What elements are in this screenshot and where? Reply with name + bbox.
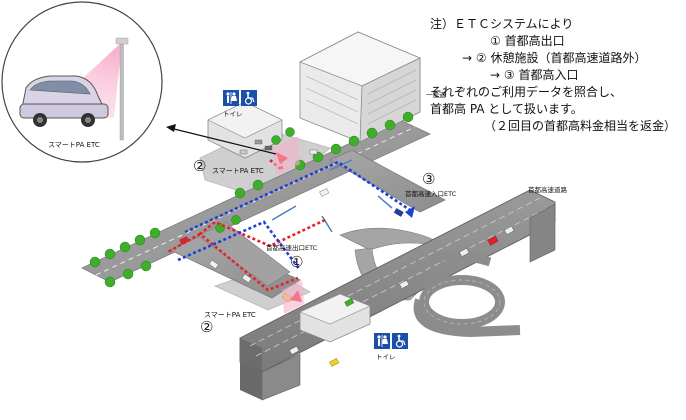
smart-pa-label-top: スマートPA ETC <box>212 167 264 175</box>
wheelchair-icon <box>241 90 257 106</box>
marker-3: ③ <box>422 170 436 188</box>
vehicles <box>179 139 515 367</box>
toilet-icon <box>223 90 239 106</box>
note-line-5: それぞれのご利用データを照合し、 <box>430 85 623 99</box>
marker-2-bottom: ② <box>200 318 214 336</box>
note-line-2: ① 首都高出口 <box>490 34 565 48</box>
exit-etc-label: 首都高速出口ETC <box>266 244 318 252</box>
entrance-etc-label: 首都高速入口ETC <box>405 190 457 198</box>
marker-1: ① <box>290 253 304 271</box>
inset-caption: スマートPA ETC <box>48 141 100 149</box>
toilet-label-bottom: トイレ <box>376 353 396 361</box>
facility-sign-top <box>223 90 257 106</box>
note-line-1: 注）ＥＴＣシステムにより <box>430 17 574 31</box>
general-road-label: 一般道 <box>426 91 446 99</box>
expressway-label: 首都高速道路 <box>528 186 567 194</box>
toilet-icon <box>374 333 390 349</box>
marker-2-top: ② <box>193 157 207 175</box>
facility-sign-bottom <box>374 333 408 349</box>
toilet-label-top: トイレ <box>223 110 243 118</box>
note-line-6: 首都高 PA として扱います。 <box>430 102 583 116</box>
note-line-3: → ② 休憩施設（首都高速道路外） <box>462 51 647 65</box>
note-line-7: （２回目の首都高料金相当を返金） <box>484 119 677 133</box>
roadside-trees <box>89 111 414 288</box>
route-red <box>197 218 326 292</box>
smart-pa-label-bottom: スマートPA ETC <box>204 311 256 319</box>
note-line-4: → ③ 首都高入口 <box>490 68 579 82</box>
wheelchair-icon <box>392 333 408 349</box>
car-illustration <box>19 75 109 127</box>
entrance-ramp <box>329 149 446 213</box>
route-blue <box>177 220 302 271</box>
explanation-note: 注）ＥＴＣシステムにより ① 首都高出口 → ② 休憩施設（首都高速道路外） →… <box>430 16 680 135</box>
inset-pointer <box>169 127 277 155</box>
